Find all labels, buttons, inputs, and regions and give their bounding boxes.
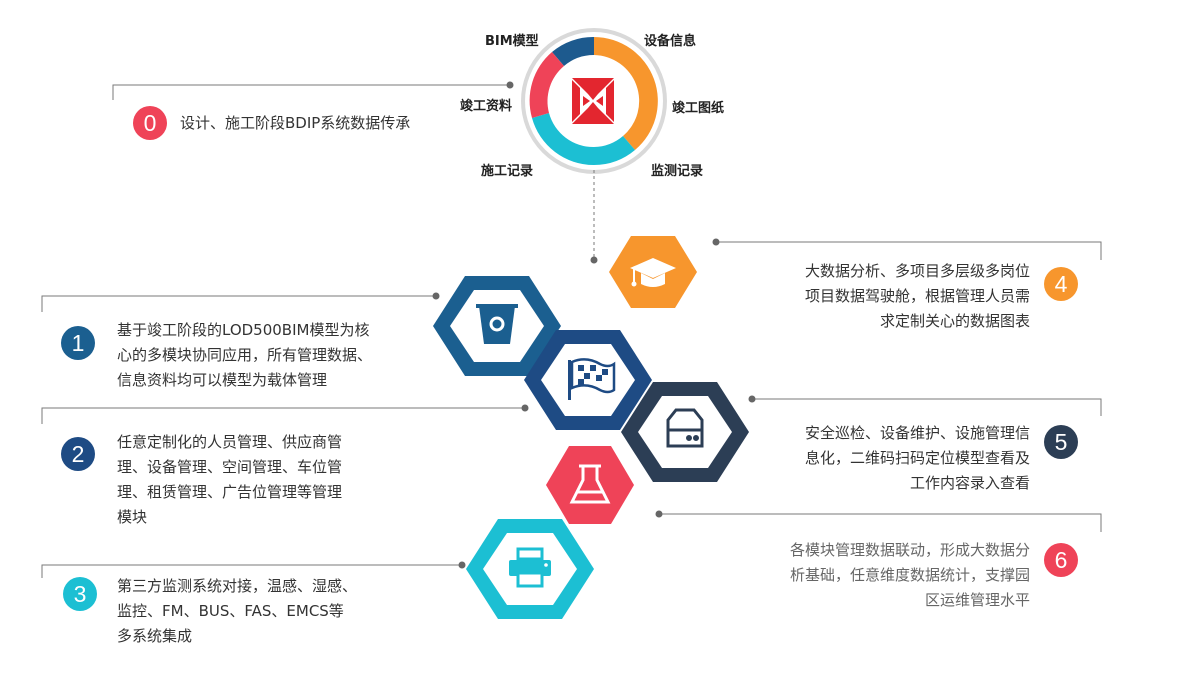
item-4-line-1: 大数据分析、多项目多层级多岗位 [804,262,1030,280]
item-6-description: 各模块管理数据联动，形成大数据分 析基础，任意维度数据统计，支撑园 区运维管理水… [790,538,1030,613]
item-6-line-2: 析基础，任意维度数据统计，支撑园 [789,566,1030,584]
item-1-line-1: 基于竣工阶段的LOD500BIM模型为核 [117,321,370,339]
item-5-line-2: 息化，二维码扫码定位模型查看及 [804,449,1030,467]
printer-icon [509,547,551,588]
hexagon-blue [433,276,561,376]
item-5-description: 安全巡检、设备维护、设施管理信 息化，二维码扫码定位模型查看及 工作内容录入查看 [805,421,1030,496]
item-3-line-1: 第三方监测系统对接，温感、湿感、 [117,577,358,595]
item-3-line-3: 多系统集成 [117,627,193,645]
item-1-line-2: 心的多模块协同应用，所有管理数据、 [117,346,373,364]
hard-drive-icon [666,408,704,448]
item-5-line-3: 工作内容录入查看 [909,474,1030,492]
item-2-description: 任意定制化的人员管理、供应商管 理、设备管理、空间管理、车位管 理、租赁管理、广… [117,430,342,530]
number-badge-4: 4 [1044,267,1078,301]
number-badge-3: 3 [63,577,97,611]
ring-segment-bim [552,36,594,66]
number-badge-0: 0 [133,106,167,140]
ring-label-completion-drawings: 竣工图纸 [672,101,725,116]
logo-icon [572,78,614,124]
ring-label-equipment: 设备信息 [644,34,697,49]
number-badge-1: 1 [61,326,95,360]
ring-segment-monitoring [594,136,635,165]
connector-lines [41,84,1102,578]
ring-label-construction-records: 施工记录 [481,164,534,179]
ring-label-monitoring-records: 监测记录 [651,164,704,179]
data-ring [521,28,667,174]
hexagon-orange [609,236,697,308]
item-6-line-1: 各模块管理数据联动，形成大数据分 [789,541,1030,559]
ring-label-bim: BIM模型 [485,34,539,49]
item-2-line-1: 任意定制化的人员管理、供应商管 [117,433,343,451]
connector-dots [432,81,756,569]
item-4-description: 大数据分析、多项目多层级多岗位 项目数据驾驶舱，根据管理人员需 求定制关心的数据… [805,259,1030,334]
item-4-line-3: 求定制关心的数据图表 [879,312,1030,330]
item-0-line-1: 设计、施工阶段BDIP系统数据传承 [180,114,411,132]
ring-segment-equipment-drawings [594,37,658,150]
item-3-line-2: 监控、FM、BUS、FAS、EMCS等 [117,602,344,620]
flask-icon [569,464,611,504]
item-4-line-2: 项目数据驾驶舱，根据管理人员需 [804,287,1030,305]
item-2-line-3: 理、租赁管理、广告位管理等管理 [117,483,343,501]
item-2-line-2: 理、设备管理、空间管理、车位管 [117,458,343,476]
number-badge-5: 5 [1044,425,1078,459]
ring-segment-docs [529,52,564,118]
number-badge-2: 2 [61,437,95,471]
item-5-line-1: 安全巡检、设备维护、设施管理信 [804,424,1030,442]
item-1-description: 基于竣工阶段的LOD500BIM模型为核 心的多模块协同应用，所有管理数据、 信… [117,318,372,393]
checkered-flag-icon [568,358,616,400]
ring-label-completion-docs: 竣工资料 [460,99,513,114]
item-0-description: 设计、施工阶段BDIP系统数据传承 [180,111,410,136]
hexagon-dark [621,382,749,482]
graduation-cap-icon [630,258,676,287]
hexagon-cyan [466,519,594,619]
ring-segment-construction [532,113,594,166]
item-1-line-3: 信息资料均可以模型为载体管理 [117,371,328,389]
item-2-line-4: 模块 [117,508,148,526]
bucket-icon [476,304,518,344]
hexagon-navy [524,330,652,430]
item-6-line-3: 区运维管理水平 [924,591,1030,609]
number-badge-6: 6 [1044,543,1078,577]
hexagon-red [546,446,634,524]
item-3-description: 第三方监测系统对接，温感、湿感、 监控、FM、BUS、FAS、EMCS等 多系统… [117,574,357,649]
